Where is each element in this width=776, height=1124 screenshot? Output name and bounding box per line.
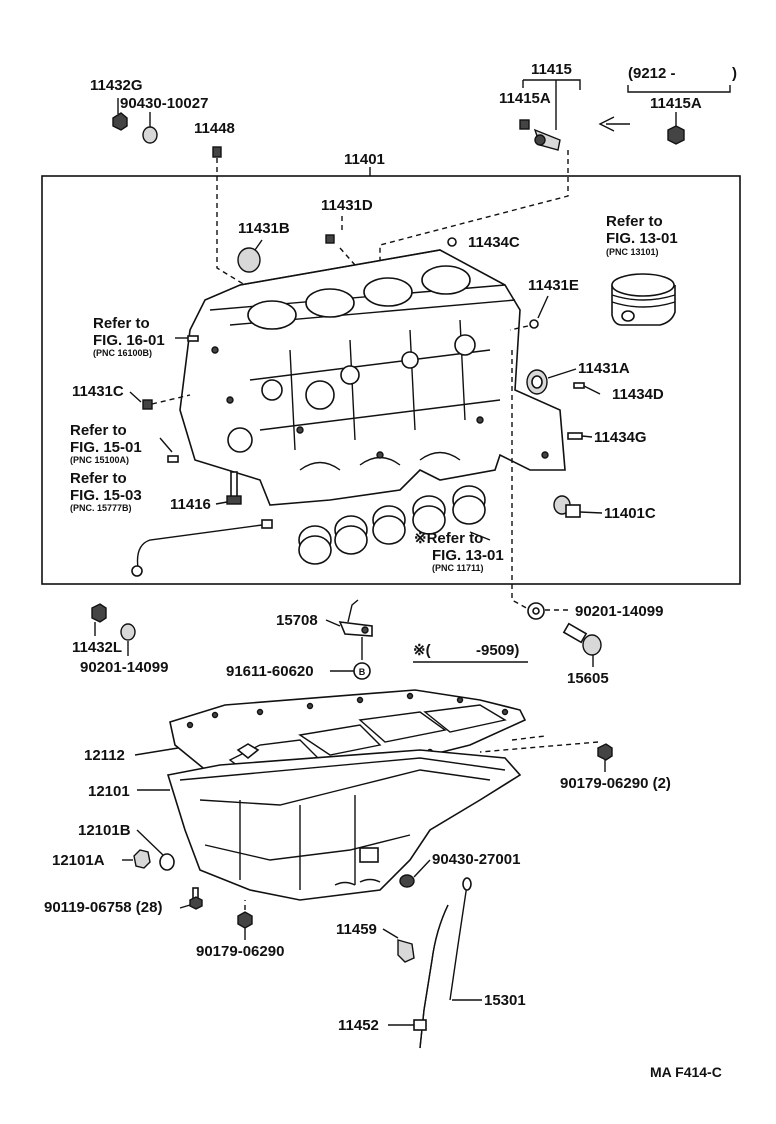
plug-90201-left-icon: [120, 623, 136, 641]
label-15301: 15301: [484, 992, 526, 1009]
dipstick-guide-11452-icon: [413, 904, 449, 1049]
bolt-11416-icon: [226, 471, 242, 505]
label-90430-27001: 90430-27001: [432, 851, 520, 868]
label-11401C: 11401C: [604, 505, 656, 522]
pin-11434G-icon: [567, 432, 583, 440]
refer-bearing-line1: ※Refer to: [414, 530, 483, 547]
bolt-90119-icon: [189, 887, 203, 910]
label-11459: 11459: [336, 921, 377, 938]
oil-pan-12101-icon: [166, 749, 522, 901]
label-12101B: 12101B: [78, 822, 131, 839]
drain-plug-12101A-icon: [133, 849, 151, 869]
label-90201-14099-left: 90201-14099: [80, 659, 168, 676]
refer-fig15-line3: (PNC 15100A): [70, 455, 129, 465]
label-11431A: 11431A: [578, 360, 630, 377]
refer-fig15-line2: FIG. 15-01: [70, 439, 142, 456]
assembly-frame: [41, 175, 741, 585]
label-11452: 11452: [338, 1017, 379, 1034]
refer-piston-line2: FIG. 13-01: [606, 230, 678, 247]
plug-90430-27001-icon: [399, 874, 415, 888]
bolt-90179-bottom-icon: [237, 911, 253, 929]
bolt-11432G-icon: [112, 112, 128, 131]
label-12101A: 12101A: [52, 852, 105, 869]
refer-fig1503-line1: Refer to: [70, 470, 127, 487]
gasket-12101B-icon: [159, 853, 175, 871]
label-90430-10027: 90430-10027: [120, 95, 208, 112]
label-90179-06290: 90179-06290: [196, 943, 284, 960]
label-date-9212: (9212 -: [628, 65, 676, 82]
main-bearings-icon: [298, 485, 486, 565]
pin-15-icon: [167, 455, 179, 463]
refer-piston-line1: Refer to: [606, 213, 663, 230]
switch-15605-icon: [562, 622, 602, 656]
label-11415A-right: 11415A: [650, 95, 702, 112]
label-11431D: 11431D: [321, 197, 373, 214]
plug-11434C-icon: [447, 237, 457, 247]
refer-fig16-line2: FIG. 16-01: [93, 332, 165, 349]
plug-11401C-icon: [553, 495, 581, 518]
label-11431B: 11431B: [238, 220, 290, 237]
label-11415: 11415: [531, 61, 572, 78]
plug-11431C-icon: [142, 399, 153, 410]
refer-piston-line3: (PNC 13101): [606, 247, 659, 257]
refer-fig1503-line2: FIG. 15-03: [70, 487, 142, 504]
bolt-11415A-left-icon: [519, 119, 530, 130]
label-15708: 15708: [276, 612, 318, 629]
label-11432L: 11432L: [72, 639, 122, 656]
label-11432G: 11432G: [90, 77, 143, 94]
note-9509-open: ※(: [413, 642, 431, 659]
bolt-90179-right-icon: [597, 743, 613, 761]
label-11401: 11401: [344, 151, 385, 168]
bracket-11459-icon: [397, 939, 415, 963]
label-date-9212-close: ): [732, 65, 737, 82]
label-15605: 15605: [567, 670, 609, 687]
bolt-11415A-right-icon: [667, 125, 685, 145]
plug-11431E-icon: [529, 319, 539, 329]
label-11434C: 11434C: [468, 234, 520, 251]
cylinder-block-11401: [179, 249, 566, 506]
circle-b-badge: B: [353, 662, 371, 680]
oil-jet-11415-icon: [533, 128, 561, 151]
plug-11431D-icon: [325, 234, 335, 244]
label-90201-14099-right: 90201-14099: [575, 603, 663, 620]
oil-nozzle-15708-icon: [338, 599, 373, 637]
seal-11431A-icon: [526, 369, 548, 395]
label-90119-06758: 90119-06758 (28): [44, 899, 162, 916]
label-11431E: 11431E: [528, 277, 579, 294]
label-11434G: 11434G: [594, 429, 647, 446]
note-9509-close: -9509): [476, 642, 519, 659]
label-11416: 11416: [170, 496, 211, 513]
label-91611-60620: 91611-60620: [226, 663, 314, 680]
bolt-11432L-icon: [91, 603, 107, 623]
refer-fig16-line3: (PNC 16100B): [93, 348, 152, 358]
pin-16-icon: [187, 335, 199, 342]
label-11448: 11448: [194, 120, 235, 137]
refer-fig1503-line3: (PNC. 15777B): [70, 503, 132, 513]
label-90179-06290-2: 90179-06290 (2): [560, 775, 671, 792]
pin-11434D-icon: [573, 382, 585, 389]
refer-bearing-line3: (PNC 11711): [432, 563, 484, 573]
label-12112: 12112: [84, 747, 125, 764]
svg-text:B: B: [359, 667, 366, 677]
label-11415A-left: 11415A: [499, 90, 551, 107]
label-12101: 12101: [88, 783, 130, 800]
dipstick-15301-icon: [449, 877, 472, 1001]
plug-11448-icon: [212, 146, 222, 158]
oil-pipe-icon: [131, 519, 273, 577]
piston-icon: [611, 273, 676, 326]
washer-90201-right-icon: [527, 602, 545, 620]
plug-90430-10027-icon: [142, 126, 158, 144]
refer-fig16-line1: Refer to: [93, 315, 150, 332]
refer-fig15-line1: Refer to: [70, 422, 127, 439]
label-11431C: 11431C: [72, 383, 124, 400]
refer-bearing-line2: FIG. 13-01: [432, 547, 504, 564]
footer-figure-code: MA F414-C: [650, 1064, 722, 1080]
plug-11431B-icon: [237, 247, 261, 273]
label-11434D: 11434D: [612, 386, 664, 403]
